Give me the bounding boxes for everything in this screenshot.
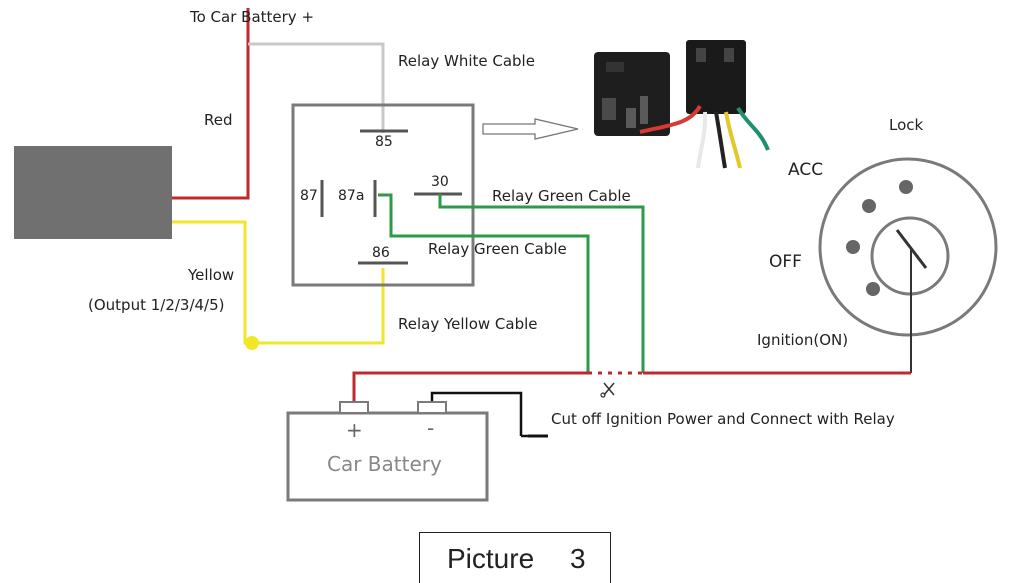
- pin-87a-label: 87a: [338, 188, 365, 204]
- caption-word: Picture: [447, 543, 535, 574]
- label-relay-white-cable: Relay White Cable: [398, 52, 535, 70]
- label-to-car-battery: To Car Battery +: [190, 8, 315, 26]
- pin-86-label: 86: [372, 245, 390, 261]
- red-wire: [172, 8, 250, 200]
- pin-85-label: 85: [375, 134, 393, 150]
- battery-minus-sign: -: [427, 416, 435, 440]
- battery-terminal-plus: [339, 401, 369, 414]
- label-relay-yellow-cable: Relay Yellow Cable: [398, 315, 538, 333]
- ignition-key-icon: [895, 229, 928, 269]
- figure-caption: Picture 3: [419, 532, 611, 583]
- label-relay-green-cable-1: Relay Green Cable: [492, 187, 631, 205]
- ignition-switch-outer: [818, 157, 998, 337]
- gps-device: [14, 146, 172, 239]
- relay-green-wire-30: [438, 194, 645, 373]
- battery-label: Car Battery: [327, 452, 442, 476]
- switch-dot-3: [846, 240, 860, 254]
- label-red: Red: [204, 111, 233, 129]
- label-ignition-on: Ignition(ON): [757, 331, 849, 349]
- label-relay-green-cable-2: Relay Green Cable: [428, 240, 567, 258]
- scissors-icon: [600, 382, 615, 398]
- red-ignition-wire-left: [352, 371, 588, 402]
- label-output: (Output 1/2/3/4/5): [88, 296, 225, 314]
- battery-terminal-minus: [417, 401, 447, 414]
- relay-box: [291, 103, 475, 287]
- switch-dot-4: [866, 282, 880, 296]
- black-ground-wire: [430, 391, 523, 436]
- label-yellow: Yellow: [188, 266, 235, 284]
- label-lock: Lock: [889, 116, 924, 134]
- label-acc: ACC: [788, 160, 824, 180]
- label-cut-off: Cut off Ignition Power and Connect with …: [551, 410, 895, 428]
- switch-dot-1: [899, 180, 913, 194]
- pin-87-label: 87: [300, 188, 318, 204]
- switch-dot-2: [862, 199, 876, 213]
- relay-white-wire: [248, 42, 385, 133]
- label-off: OFF: [769, 252, 802, 272]
- pin-30-label: 30: [431, 174, 449, 190]
- battery-plus-sign: +: [346, 418, 363, 442]
- relay-green-wire-87a: [378, 193, 590, 373]
- arrow-icon: [482, 118, 579, 140]
- car-battery: [286, 411, 489, 502]
- caption-number: 3: [570, 543, 586, 574]
- relay-photo: [594, 40, 770, 169]
- yellow-junction: [245, 336, 259, 350]
